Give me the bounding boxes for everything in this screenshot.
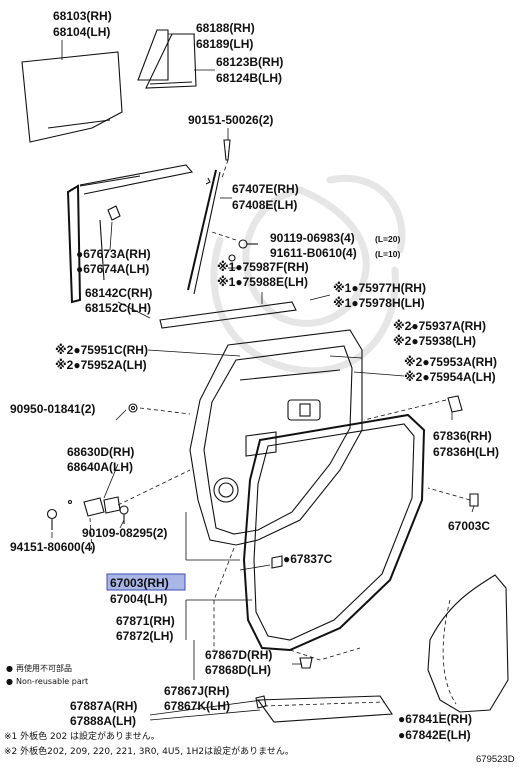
label-67003-rh[interactable]: 67003(RH) bbox=[110, 576, 169, 590]
label-75937a: ※2●75937A(RH) bbox=[393, 319, 486, 333]
clip-67837c bbox=[271, 555, 283, 569]
label-68189: 68189(LH) bbox=[196, 37, 253, 51]
label-68188: 68188(RH) bbox=[196, 21, 255, 35]
label-75978h: ※1●75978H(LH) bbox=[333, 296, 425, 310]
label-67407e: 67407E(RH) bbox=[232, 182, 299, 196]
bolt-91611 bbox=[228, 254, 236, 262]
label-91611-length: (L=10) bbox=[375, 249, 400, 259]
quarter-window-glass bbox=[137, 29, 197, 89]
label-75938: ※2●75938(LH) bbox=[393, 334, 476, 348]
label-90119: 90119-06983(4) bbox=[270, 231, 355, 245]
label-75954a: ※2●75954A(LH) bbox=[404, 370, 496, 384]
label-68103: 68103(RH) bbox=[53, 9, 112, 23]
door-belt-moulding bbox=[79, 164, 194, 195]
legend-en: ●Non-reusable part bbox=[6, 677, 88, 686]
label-90109: 90109-08295(2) bbox=[82, 526, 167, 540]
label-91611: 91611-B0610(4) bbox=[270, 246, 357, 260]
belt-garnish bbox=[159, 292, 297, 329]
screw-90151 bbox=[221, 128, 231, 179]
plug-67003c bbox=[427, 487, 479, 507]
label-75977h: ※1●75977H(RH) bbox=[333, 281, 426, 295]
door-glass bbox=[21, 51, 123, 143]
label-67836-rh: 67836(RH) bbox=[433, 429, 492, 443]
legend-jp: ●再使用不可部品 bbox=[6, 663, 72, 673]
footnote-1: ※1 外板色 202 は設定がありません。 bbox=[4, 730, 160, 742]
label-68104: 68104(LH) bbox=[53, 25, 110, 39]
label-75951c: ※2●75951C(RH) bbox=[55, 343, 148, 357]
label-68142c: 68142C(RH) bbox=[85, 286, 152, 300]
label-67868d: 67868D(LH) bbox=[205, 663, 271, 677]
label-67836h-lh: 67836H(LH) bbox=[433, 445, 499, 459]
label-94151: 94151-80600(4) bbox=[10, 540, 95, 554]
screw-90109 bbox=[119, 505, 129, 524]
label-68152c: 68152C(LH) bbox=[85, 301, 151, 315]
label-90119-length: (L=20) bbox=[375, 234, 400, 244]
bolt-90119 bbox=[211, 231, 258, 249]
watermark-emblem bbox=[210, 175, 406, 375]
label-75953a: ※2●75953A(RH) bbox=[404, 355, 497, 369]
label-67003c: 67003C bbox=[448, 519, 490, 533]
label-68630d: 68630D(RH) bbox=[67, 445, 134, 459]
label-68124b: 68124B(LH) bbox=[216, 71, 282, 85]
door-sill-strip bbox=[255, 695, 393, 723]
label-75987f: ※1●75987F(RH) bbox=[217, 260, 309, 274]
label-67887a: 67887A(RH) bbox=[70, 699, 137, 713]
label-67837c: ●67837C bbox=[283, 552, 333, 566]
label-67004-lh: 67004(LH) bbox=[110, 592, 167, 606]
diagram-code: 679523D bbox=[476, 754, 515, 765]
label-67867k: 67867K(LH) bbox=[164, 699, 230, 713]
label-67408e: 67408E(LH) bbox=[232, 198, 297, 212]
label-75988e: ※1●75988E(LH) bbox=[217, 275, 308, 289]
door-weatherstrip bbox=[242, 413, 426, 661]
label-75952a: ※2●75952A(LH) bbox=[55, 358, 147, 372]
label-67867j: 67867J(RH) bbox=[164, 684, 229, 698]
service-hole-cover bbox=[427, 574, 509, 713]
label-67888a: 67888A(LH) bbox=[70, 714, 136, 728]
label-67674a: ●67674A(LH) bbox=[76, 262, 149, 276]
label-67872: 67872(LH) bbox=[116, 629, 173, 643]
opening-trim bbox=[213, 547, 313, 669]
label-67673a: ●67673A(RH) bbox=[76, 247, 151, 261]
highlight-67003 bbox=[106, 573, 186, 591]
label-68640a: 68640A(LH) bbox=[67, 460, 133, 474]
label-68123b: 68123B(RH) bbox=[216, 55, 283, 69]
division-bar bbox=[187, 169, 221, 295]
rear-door-panel bbox=[189, 329, 363, 546]
cushion-67836 bbox=[363, 395, 463, 421]
label-90950: 90950-01841(2) bbox=[10, 402, 95, 416]
footnote-2: ※2 外板色202, 209, 220, 221, 3R0, 4U5, 1H2は… bbox=[4, 745, 294, 757]
label-67842e: ●67842E(LH) bbox=[398, 728, 471, 742]
label-90151: 90151-50026(2) bbox=[188, 113, 273, 127]
grommet-90950 bbox=[128, 403, 191, 415]
label-67867d: 67867D(RH) bbox=[205, 648, 272, 662]
label-67871: 67871(RH) bbox=[116, 614, 175, 628]
bolt-94151 bbox=[46, 508, 58, 530]
glass-run-channel bbox=[66, 175, 141, 304]
label-67841e: ●67841E(RH) bbox=[398, 712, 472, 726]
